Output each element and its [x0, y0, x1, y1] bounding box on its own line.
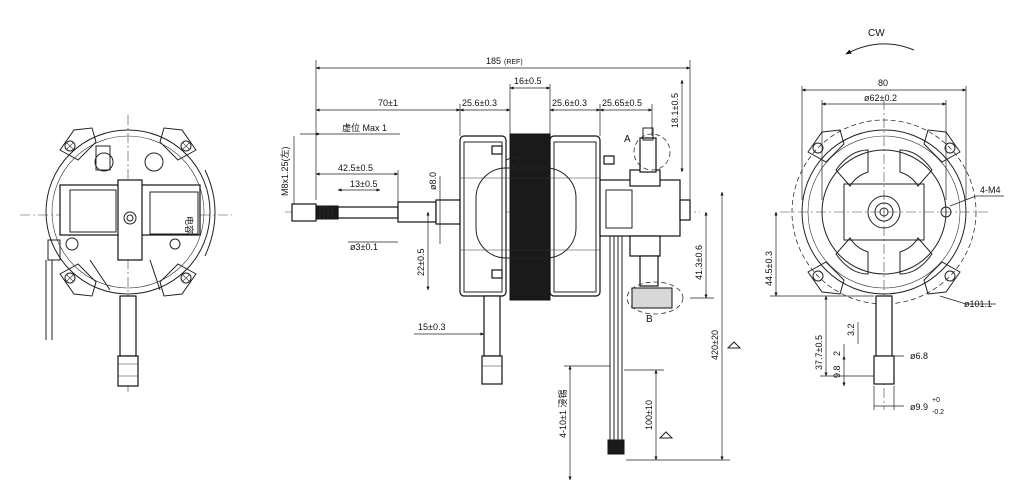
capacitor-label: 电容 — [184, 216, 195, 234]
dim-hole-diameter: ø3±0.1 — [350, 242, 378, 252]
thread-marks — [319, 206, 333, 219]
dim-height-a: 18.1±0.5 — [670, 93, 680, 128]
dim-front-width: 80 — [878, 78, 888, 88]
dim-lead-strip: 4-10±1 浸锡 — [558, 390, 568, 438]
detail-a-label: A — [624, 134, 631, 145]
dim-stack: 16±0.5 — [514, 76, 541, 86]
dim-shaft-diameter: ø8.0 — [428, 172, 438, 190]
dim-dia-b-tol-up: +0 — [932, 397, 940, 404]
dim-dia-b-tol-down: -0.2 — [932, 409, 944, 416]
dim-overall-suffix: (REF) — [504, 59, 523, 66]
detail-b-label: B — [646, 314, 653, 325]
dim-front-shaft: 37.7±0.5 — [814, 335, 824, 370]
side-view: A B 185 (REF) 16±0.5 70±1 25.6±0.3 — [279, 56, 742, 481]
dim-left-pitch: 25.6±0.3 — [462, 98, 497, 108]
dim-rear-pitch: 25.65±0.5 — [602, 98, 642, 108]
dim-lower-shaft: 15±0.3 — [418, 322, 445, 332]
dim-max-position: 虚位 Max 1 — [342, 122, 387, 133]
dim-right-pitch: 25.6±0.3 — [552, 98, 587, 108]
front-view: CW 80 — [764, 28, 1004, 416]
dim-lead-length: 420±20 — [710, 330, 720, 360]
dim-offset: 22±0.5 — [416, 249, 426, 276]
dim-lead-sub: 100±10 — [644, 400, 654, 430]
motor-housing — [459, 133, 601, 301]
dim-outer: ø101.1 — [964, 299, 992, 309]
dim-shaft-end: 9.8 — [832, 365, 842, 378]
dim-dia-b: ø9.9 — [910, 402, 928, 412]
left-view: 电容 — [20, 115, 232, 392]
lead-wires — [607, 236, 625, 455]
dim-thread: M8x1.25(左) — [279, 146, 290, 196]
dim-flat-length: 42.5±0.5 — [338, 163, 373, 173]
dim-gap-a: 2 — [832, 351, 842, 356]
rotation-label: CW — [868, 28, 885, 39]
dim-pcd: ø62±0.2 — [864, 93, 897, 103]
dim-front-height: 44.5±0.3 — [764, 251, 774, 286]
dim-shaft-length: 70±1 — [378, 98, 398, 108]
dim-gap-b: 3.2 — [846, 323, 856, 336]
dim-hole: 4-M4 — [980, 185, 1001, 195]
dim-flat-sub: 13±0.5 — [350, 179, 377, 189]
dim-vertical-a: 41.3±0.6 — [694, 245, 704, 280]
mount-lugs — [59, 127, 197, 297]
dim-dia-a: ø6.8 — [910, 351, 928, 361]
dim-overall: 185 — [486, 56, 501, 66]
